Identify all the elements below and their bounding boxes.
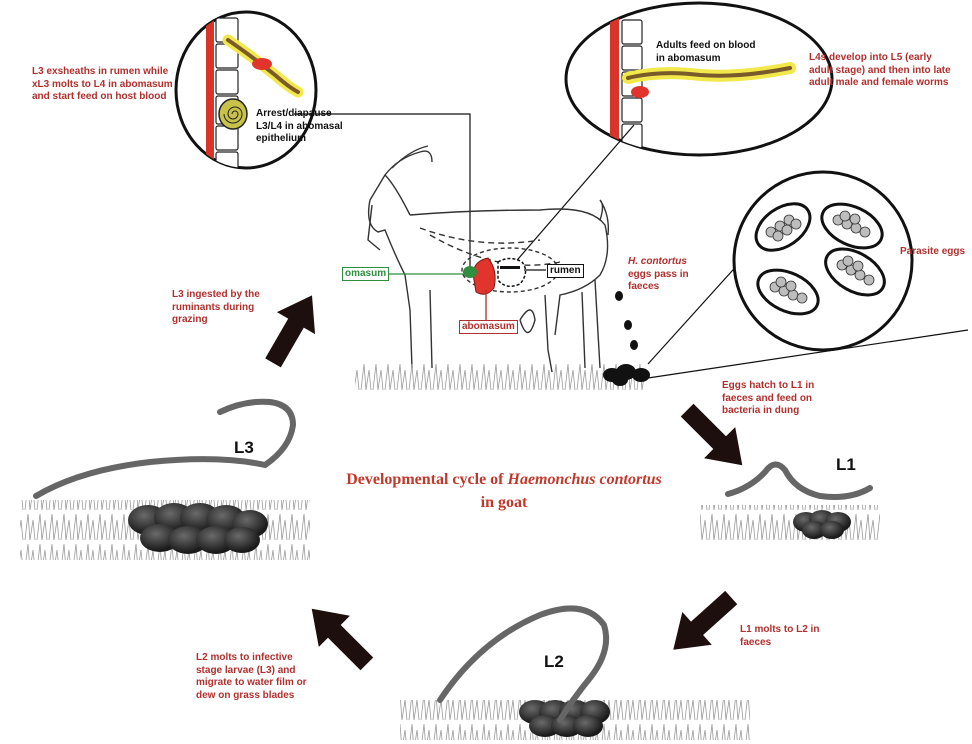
title-part1: Developmental cycle of <box>346 471 507 488</box>
parasite-eggs-circle <box>734 172 912 350</box>
abomasum-label: abomasum <box>459 320 518 334</box>
omasum-label: omasum <box>342 267 389 281</box>
goat-grass <box>355 360 645 390</box>
label-l3-ingested: L3 ingested by the ruminants during graz… <box>172 289 278 327</box>
label-parasite-eggs: Parasite eggs <box>900 246 972 259</box>
stomach-organs <box>463 258 526 294</box>
stage-l3-label: L3 <box>234 438 254 458</box>
falling-faeces <box>603 291 650 386</box>
label-eggs-pass: H. contortus eggs pass in faeces <box>628 256 700 294</box>
species-name: H. contortus <box>628 256 687 267</box>
l3-scene <box>20 402 310 560</box>
label-l3-exsheath: L3 exsheaths in rumen while xL3 molts to… <box>32 66 180 104</box>
diagram-title: Developmental cycle of Haemonchus contor… <box>318 468 690 514</box>
label-arrest: Arrest/diapause L3/L4 in abomasal epithe… <box>256 108 354 146</box>
label-eggs-hatch: Eggs hatch to L1 in faeces and feed on b… <box>722 380 840 418</box>
label-l1-molts: L1 molts to L2 in faeces <box>740 624 822 649</box>
inset-adults-feeding <box>566 0 832 170</box>
eggs-pass-text: eggs pass in faeces <box>628 269 689 293</box>
inset-abomasal-epithelium <box>176 0 316 180</box>
label-l2-molts: L2 molts to infective stage larvae (L3) … <box>196 652 314 702</box>
l1-scene <box>700 464 880 543</box>
label-l4-develop: L4s develop into L5 (early adult stage) … <box>809 52 955 90</box>
title-species: Haemonchus contortus <box>508 471 662 488</box>
stage-l2-label: L2 <box>544 652 564 672</box>
rumen-label: rumen <box>547 264 584 278</box>
title-part2: in goat <box>481 494 528 511</box>
stage-l1-label: L1 <box>836 455 856 475</box>
label-adults-feed: Adults feed on blood in abomasum <box>656 40 764 65</box>
